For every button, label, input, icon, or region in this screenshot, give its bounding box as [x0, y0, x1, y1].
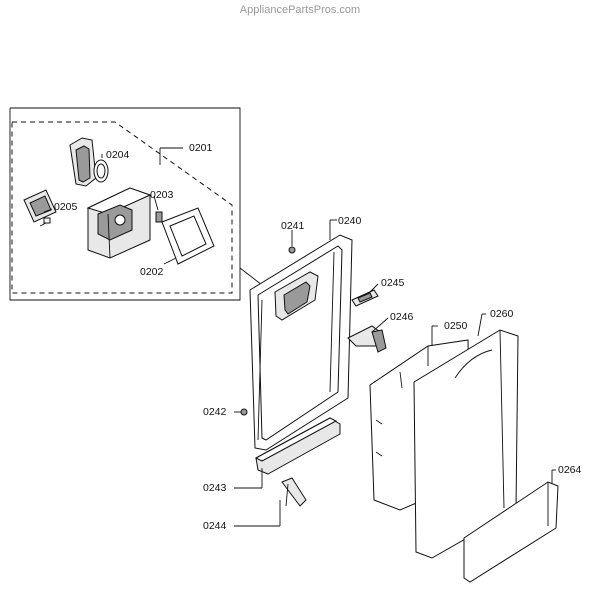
part-screw-0241 [288, 232, 296, 254]
callout-0201: 0201 [189, 142, 213, 154]
callout-0241: 0241 [281, 220, 305, 232]
callout-0246: 0246 [390, 311, 414, 323]
part-toe-plate [463, 481, 559, 583]
inset-to-door-leader [239, 267, 263, 286]
part-latch-0246 [347, 325, 387, 353]
part-screw-0203 [155, 211, 163, 223]
part-door-inner-panel [249, 234, 353, 451]
callout-0202: 0202 [140, 266, 164, 278]
inset-frame-outer [9, 107, 241, 301]
inset-dashed-outline [11, 121, 233, 294]
callout-0245: 0245 [381, 277, 405, 289]
detail-inset [9, 107, 263, 301]
part-gasket [161, 207, 215, 265]
part-bottom-rail [254, 417, 341, 475]
callout-0205: 0205 [54, 201, 78, 213]
callout-0240: 0240 [338, 215, 362, 227]
part-dispenser-lid [69, 137, 109, 187]
callout-0260: 0260 [490, 308, 514, 320]
callout-0243: 0243 [203, 482, 227, 494]
callout-0244: 0244 [203, 520, 227, 532]
callout-0242: 0242 [203, 406, 227, 418]
part-bracket-0244 [281, 477, 307, 507]
callout-0204: 0204 [106, 149, 130, 161]
main-callouts: 0241 0240 0242 0243 0244 0245 0246 0250 … [203, 215, 582, 532]
inset-callouts: 0201 0204 0203 0205 0202 [43, 142, 213, 278]
part-dispenser-housing [86, 187, 152, 259]
callout-0203: 0203 [150, 189, 174, 201]
part-rinse-aid-cover [23, 189, 57, 227]
part-screw-0242 [240, 408, 248, 416]
part-hinge-0245 [351, 289, 379, 307]
callout-0264: 0264 [558, 464, 582, 476]
watermark-text: AppliancePartsPros.com [239, 4, 361, 16]
callout-0250: 0250 [444, 320, 468, 332]
